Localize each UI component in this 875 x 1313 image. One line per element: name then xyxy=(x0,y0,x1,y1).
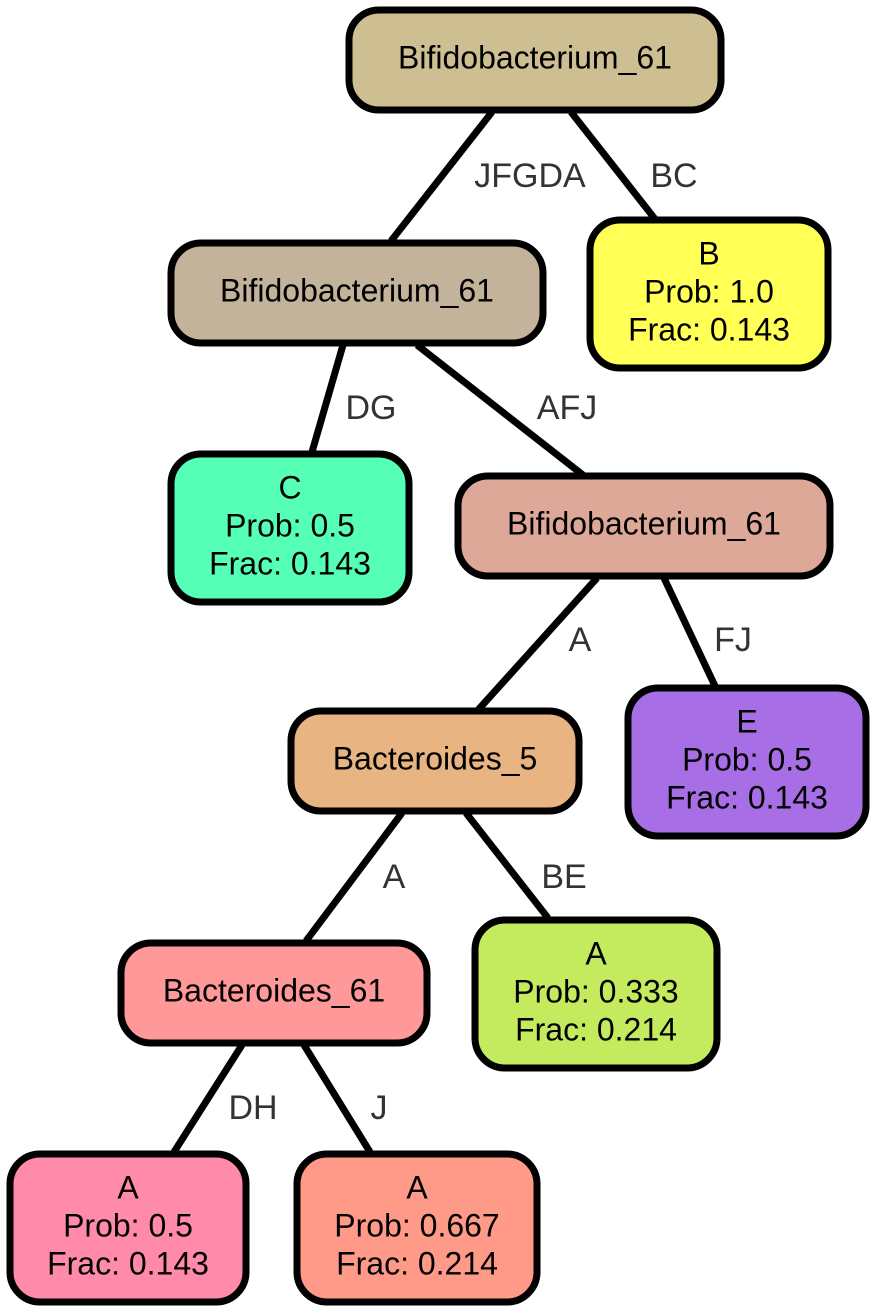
tree-edge: DH xyxy=(171,1043,278,1154)
tree-edge: DG xyxy=(308,344,397,453)
node-prob: Prob: 0.5 xyxy=(682,741,812,777)
node-box xyxy=(471,916,721,1072)
edge-line xyxy=(414,342,586,478)
node-box xyxy=(586,216,832,372)
edge-line xyxy=(308,344,347,453)
tree-edge: FJ xyxy=(660,576,752,688)
edge-line xyxy=(301,1043,373,1154)
split-node: Bifidobacterium_61 xyxy=(454,472,834,580)
split-node: Bacteroides_61 xyxy=(117,939,431,1047)
edge-line xyxy=(568,109,658,222)
node-title: Bifidobacterium_61 xyxy=(398,39,672,75)
split-node: Bacteroides_5 xyxy=(287,707,583,815)
node-title: B xyxy=(698,235,719,271)
node-box xyxy=(6,1150,250,1306)
node-box xyxy=(167,450,413,606)
node-frac: Frac: 0.143 xyxy=(666,779,828,815)
edge-line xyxy=(463,810,551,921)
edge-label: BE xyxy=(541,858,586,896)
node-box xyxy=(287,707,583,815)
edge-label: J xyxy=(371,1089,388,1127)
node-box xyxy=(454,472,834,580)
nodes-layer: Bifidobacterium_61Bifidobacterium_61BPro… xyxy=(6,6,870,1306)
tree-edge: AFJ xyxy=(414,342,597,478)
node-frac: Frac: 0.143 xyxy=(209,545,371,581)
node-title: C xyxy=(278,469,301,505)
edge-label: BC xyxy=(650,157,697,195)
node-prob: Prob: 0.333 xyxy=(513,973,678,1009)
edge-label: A xyxy=(569,621,592,659)
split-node: Bifidobacterium_61 xyxy=(345,6,725,114)
node-title: Bifidobacterium_61 xyxy=(220,272,494,308)
node-title: A xyxy=(585,935,607,971)
node-title: Bacteroides_61 xyxy=(163,972,385,1008)
tree-edge: J xyxy=(301,1043,388,1154)
split-node: Bifidobacterium_61 xyxy=(167,239,547,347)
node-prob: Prob: 0.5 xyxy=(225,507,355,543)
node-box xyxy=(117,939,431,1047)
node-title: Bifidobacterium_61 xyxy=(507,505,781,541)
node-title: A xyxy=(117,1169,139,1205)
node-prob: Prob: 0.667 xyxy=(334,1207,499,1243)
node-frac: Frac: 0.214 xyxy=(336,1245,498,1281)
edge-label: A xyxy=(383,858,406,896)
edge-label: AFJ xyxy=(537,389,597,427)
edge-line xyxy=(171,1043,245,1154)
node-box xyxy=(624,684,870,840)
edge-line xyxy=(475,575,600,713)
edge-label: JFGDA xyxy=(474,157,586,195)
edge-line xyxy=(388,109,495,244)
node-title: A xyxy=(406,1169,428,1205)
node-prob: Prob: 0.5 xyxy=(63,1207,193,1243)
node-box xyxy=(293,1150,541,1306)
edge-label: DG xyxy=(346,389,397,427)
edge-label: FJ xyxy=(714,621,752,659)
node-prob: Prob: 1.0 xyxy=(644,273,774,309)
edge-label: DH xyxy=(228,1089,277,1127)
node-box xyxy=(167,239,547,347)
edge-line xyxy=(660,576,719,688)
node-frac: Frac: 0.143 xyxy=(47,1245,209,1281)
node-box xyxy=(345,6,725,114)
node-title: E xyxy=(736,703,757,739)
tree-edge: BE xyxy=(463,810,587,921)
node-frac: Frac: 0.143 xyxy=(628,311,790,347)
tree-edge: JFGDA xyxy=(388,109,586,244)
tree-edge: A xyxy=(303,810,406,944)
edge-line xyxy=(303,810,405,944)
node-title: Bacteroides_5 xyxy=(333,740,538,776)
tree-edge: A xyxy=(475,575,600,713)
tree-edge: BC xyxy=(568,109,698,222)
node-frac: Frac: 0.214 xyxy=(515,1011,677,1047)
